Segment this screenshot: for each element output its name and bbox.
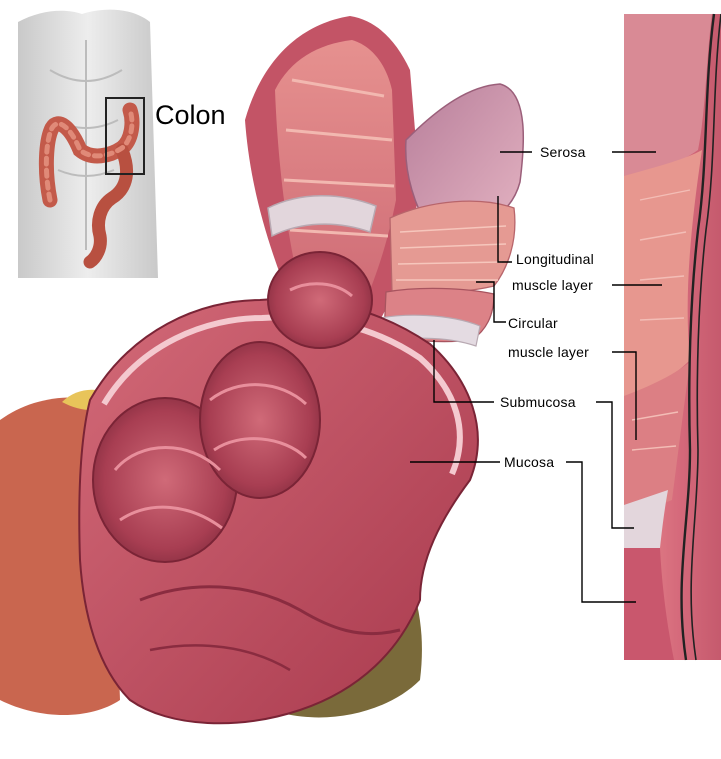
- label-submucosa: Submucosa: [500, 394, 576, 410]
- haustrum-2: [200, 342, 320, 498]
- label-longitudinal-1: Longitudinal: [516, 251, 594, 267]
- label-circular-1: Circular: [508, 315, 558, 331]
- haustrum-3: [268, 252, 372, 348]
- label-circular-2: muscle layer: [508, 344, 589, 360]
- label-serosa: Serosa: [540, 144, 586, 160]
- wall-section-panel: [624, 14, 721, 660]
- inset-title: Colon: [155, 100, 226, 130]
- label-longitudinal-2: muscle layer: [512, 277, 593, 293]
- label-mucosa: Mucosa: [504, 454, 554, 470]
- torso-silhouette: [18, 10, 158, 278]
- torso-inset: Colon: [18, 10, 226, 278]
